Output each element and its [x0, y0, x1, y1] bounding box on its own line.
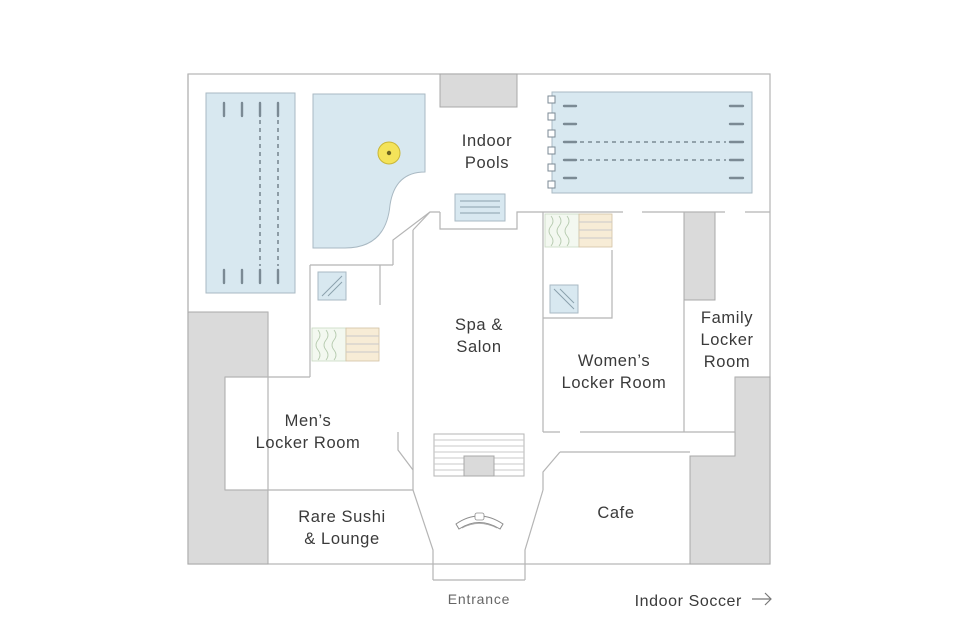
indoor-soccer-link[interactable]: Indoor Soccer	[635, 592, 772, 610]
family-gray-block	[683, 211, 716, 301]
indoor-soccer-label[interactable]: Indoor Soccer	[635, 593, 742, 610]
sushi-lounge-label: Rare Sushi	[298, 508, 386, 526]
womens-locker-label: Locker Room	[562, 374, 667, 392]
mens-wet-area	[311, 271, 380, 362]
right-gray-block	[689, 376, 771, 565]
lap-pool-left	[205, 92, 296, 294]
spa-salon-label: Salon	[456, 338, 501, 356]
sushi-lounge-label: & Lounge	[304, 530, 379, 548]
family-locker-label: Room	[704, 353, 750, 371]
indoor-pools-label: Pools	[465, 154, 509, 172]
right-arrow-icon[interactable]	[752, 592, 772, 606]
top-gray-block	[439, 73, 518, 108]
reception-desk	[455, 512, 504, 530]
mens-locker-label: Men’s	[285, 412, 332, 430]
cafe-label: Cafe	[597, 504, 634, 522]
interior-walls	[187, 74, 770, 581]
service-blocks	[187, 73, 771, 565]
leisure-pool	[312, 93, 426, 249]
womens-wet-area	[544, 213, 613, 314]
entrance-label: Entrance	[448, 591, 510, 607]
lap-pool-right	[547, 91, 753, 194]
family-locker-label: Family	[701, 309, 753, 327]
indoor-pools-label: Indoor	[462, 132, 512, 150]
room-labels: Indoor Pools Spa & Salon Women’s Locker …	[256, 132, 753, 607]
womens-locker-label: Women’s	[578, 352, 650, 370]
mens-locker-label: Locker Room	[256, 434, 361, 452]
plunge-pool	[454, 193, 506, 222]
spa-salon-label: Spa &	[455, 316, 503, 334]
main-staircase	[433, 433, 525, 477]
family-locker-label: Locker	[700, 331, 753, 349]
